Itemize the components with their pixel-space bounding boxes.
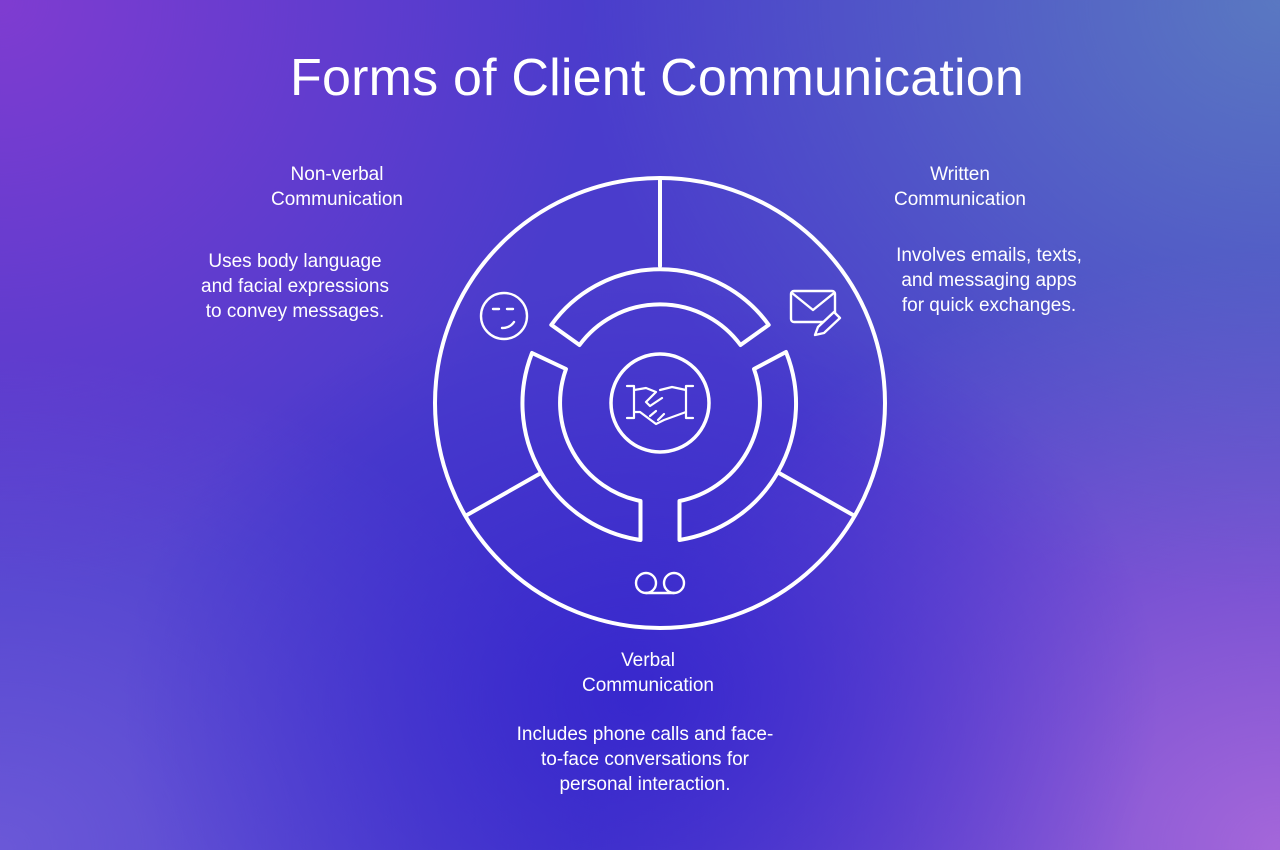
envelope-pencil-icon (789, 289, 842, 337)
non-verbal-description-line-3: to convey messages. (205, 301, 385, 322)
verbal-description-line-2: to-face conversations for (540, 749, 750, 770)
written-label-line-2: Communication (894, 189, 1026, 210)
verbal-description: Includes phone calls and face- to-face c… (490, 722, 800, 797)
non-verbal-description: Uses body language and facial expression… (160, 249, 430, 324)
inner-segment-left (520, 351, 643, 542)
written-label: Written Communication (860, 162, 1060, 212)
inner-segment-right (677, 350, 798, 542)
outer-divider-right (777, 471, 855, 517)
written-description-line-2: and messaging apps (901, 270, 1077, 291)
written-description-line-3: for quick exchanges. (901, 295, 1077, 316)
outer-divider-left (465, 471, 543, 517)
center-circle (609, 352, 711, 454)
verbal-label-line-1: Verbal (621, 650, 675, 671)
non-verbal-label-line-1: Non-verbal (290, 164, 384, 185)
written-label-line-1: Written (930, 164, 990, 185)
written-description: Involves emails, texts, and messaging ap… (854, 243, 1124, 318)
verbal-label: Verbal Communication (548, 648, 748, 698)
page-title: Forms of Client Communication (289, 49, 1025, 107)
non-verbal-description-line-2: and facial expressions (201, 276, 389, 297)
non-verbal-label-line-2: Communication (271, 189, 403, 210)
verbal-description-line-3: personal interaction. (559, 774, 731, 795)
verbal-description-line-1: Includes phone calls and face- (516, 724, 774, 745)
verbal-label-line-2: Communication (582, 675, 714, 696)
face-icon (479, 291, 529, 341)
written-description-line-1: Involves emails, texts, (896, 245, 1082, 266)
handshake-icon (625, 384, 695, 426)
voicemail-icon (634, 571, 686, 595)
inner-segment-top (549, 267, 771, 347)
non-verbal-label: Non-verbal Communication (237, 162, 437, 212)
non-verbal-description-line-1: Uses body language (208, 251, 382, 272)
